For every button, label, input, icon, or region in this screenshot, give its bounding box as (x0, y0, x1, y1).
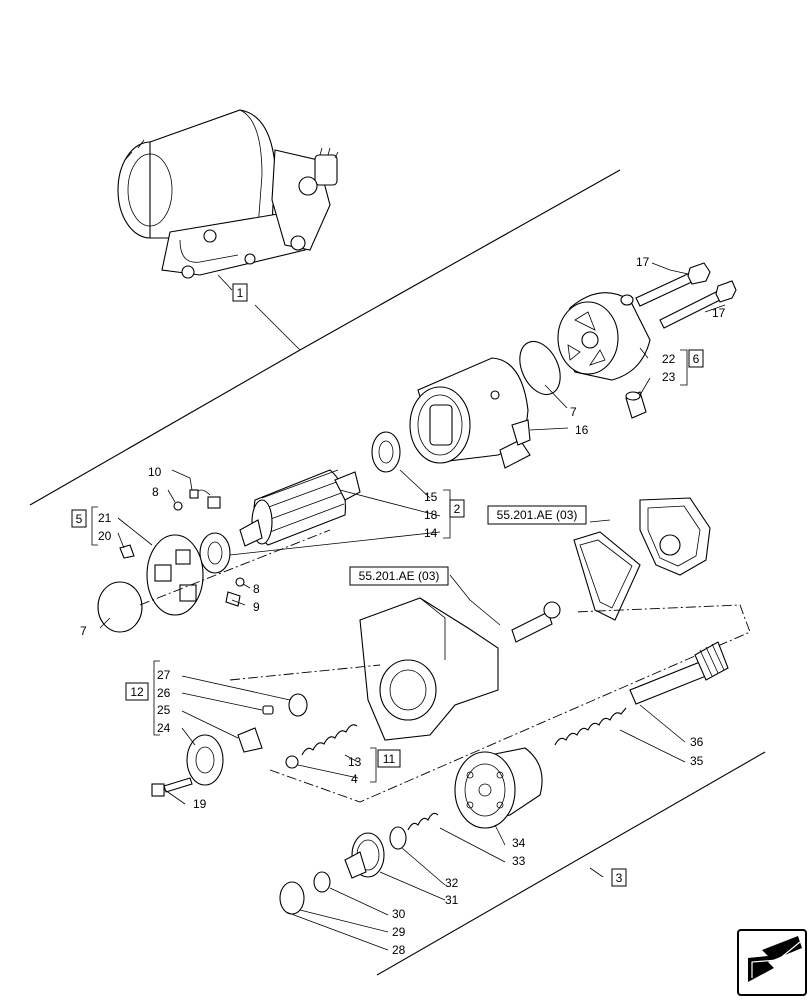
callout-14: 14 (424, 526, 438, 540)
separator-lines (29, 169, 766, 976)
plunger-spring (301, 724, 358, 756)
callout-31: 31 (445, 893, 459, 907)
callout-13: 13 (348, 755, 362, 769)
callout-18: 18 (424, 508, 438, 522)
callout-box-11[interactable]: 11 (377, 749, 401, 768)
cap-screw (151, 777, 193, 797)
pinion-gear (186, 734, 224, 786)
callout-9: 9 (253, 600, 260, 614)
svg-text:2: 2 (454, 502, 461, 516)
callout-19: 19 (193, 797, 207, 811)
callout-7-right: 7 (570, 405, 577, 419)
starter-motor-assembly (117, 109, 339, 279)
o-ring-yoke (519, 340, 561, 396)
next-page-arrow-icon[interactable] (737, 929, 807, 996)
armature (239, 469, 361, 547)
o-ring-left (97, 581, 143, 633)
idler-gear (344, 832, 385, 879)
callout-21: 21 (98, 511, 112, 525)
callout-16: 16 (575, 423, 589, 437)
callout-30: 30 (392, 907, 406, 921)
svg-text:5: 5 (76, 512, 83, 526)
callout-27: 27 (157, 668, 171, 682)
callout-23: 23 (662, 370, 676, 384)
callout-26: 26 (157, 686, 171, 700)
callout-box-2[interactable]: 2 (449, 499, 465, 518)
callout-29: 29 (392, 925, 406, 939)
callout-box-1[interactable]: 1 (232, 283, 248, 302)
thrust-washer (313, 871, 331, 893)
callout-10: 10 (148, 465, 162, 479)
callout-22: 22 (662, 352, 676, 366)
callout-box-12[interactable]: 12 (125, 682, 149, 701)
screw-lower (235, 577, 245, 587)
steel-ball (285, 755, 299, 769)
washer (288, 693, 308, 717)
pinion-stopper (237, 727, 263, 753)
callout-8-upper: 8 (152, 485, 159, 499)
through-bolt-upper (635, 262, 711, 307)
callout-8-lower: 8 (253, 582, 260, 596)
callout-17-lower: 17 (712, 306, 726, 320)
brush-holder (146, 534, 204, 616)
svg-text:6: 6 (693, 352, 700, 366)
svg-text:1: 1 (237, 286, 244, 300)
svg-text:12: 12 (130, 685, 144, 699)
callout-33: 33 (512, 854, 526, 868)
callout-labels: 4 7 7 8 8 9 10 13 14 15 16 17 17 18 19 2… (80, 255, 726, 957)
callout-35: 35 (690, 754, 704, 768)
return-spring (554, 707, 627, 746)
reference-box-drive-housing[interactable]: 55.201.AE (03) (349, 566, 449, 586)
drive-housing (359, 597, 499, 741)
output-shaft (629, 641, 729, 705)
callout-4: 4 (351, 772, 358, 786)
pinion-shaft-assembly (511, 601, 561, 643)
callout-28: 28 (392, 943, 406, 957)
retainer-ring (389, 826, 407, 850)
brush (225, 591, 241, 607)
callout-15: 15 (424, 490, 438, 504)
brush-lead (189, 489, 221, 509)
callout-20: 20 (98, 529, 112, 543)
callout-36: 36 (690, 735, 704, 749)
armature-bearing-rear (371, 431, 401, 473)
yoke-housing (409, 357, 531, 469)
screw-upper (173, 501, 183, 511)
drive-parts-frame (269, 604, 751, 803)
callout-box-5[interactable]: 5 (71, 509, 87, 528)
reference-box-solenoid-gasket[interactable]: 55.201.AE (03) (487, 505, 587, 525)
rear-end-cover (557, 292, 651, 381)
leader-lines (99, 262, 726, 951)
o-ring-lower (279, 881, 305, 915)
callout-32: 32 (445, 876, 459, 890)
clutch-spring (407, 812, 439, 831)
callout-25: 25 (157, 703, 171, 717)
svg-text:55.201.AE (03): 55.201.AE (03) (359, 569, 440, 583)
overrunning-clutch (454, 747, 543, 829)
callout-box-6[interactable]: 6 (688, 349, 704, 368)
callout-24: 24 (157, 721, 171, 735)
pin (262, 705, 274, 715)
callout-17-upper: 17 (636, 255, 650, 269)
through-bolt-lower (659, 280, 737, 329)
svg-text:3: 3 (616, 871, 623, 885)
clip (119, 544, 135, 559)
callout-7-left: 7 (80, 624, 87, 638)
solenoid-gasket (573, 497, 711, 621)
callout-34: 34 (512, 836, 526, 850)
bushing (625, 391, 647, 419)
armature-bearing-front (199, 532, 231, 574)
callout-box-3[interactable]: 3 (611, 868, 627, 887)
svg-text:11: 11 (383, 752, 396, 766)
svg-text:55.201.AE (03): 55.201.AE (03) (497, 508, 578, 522)
